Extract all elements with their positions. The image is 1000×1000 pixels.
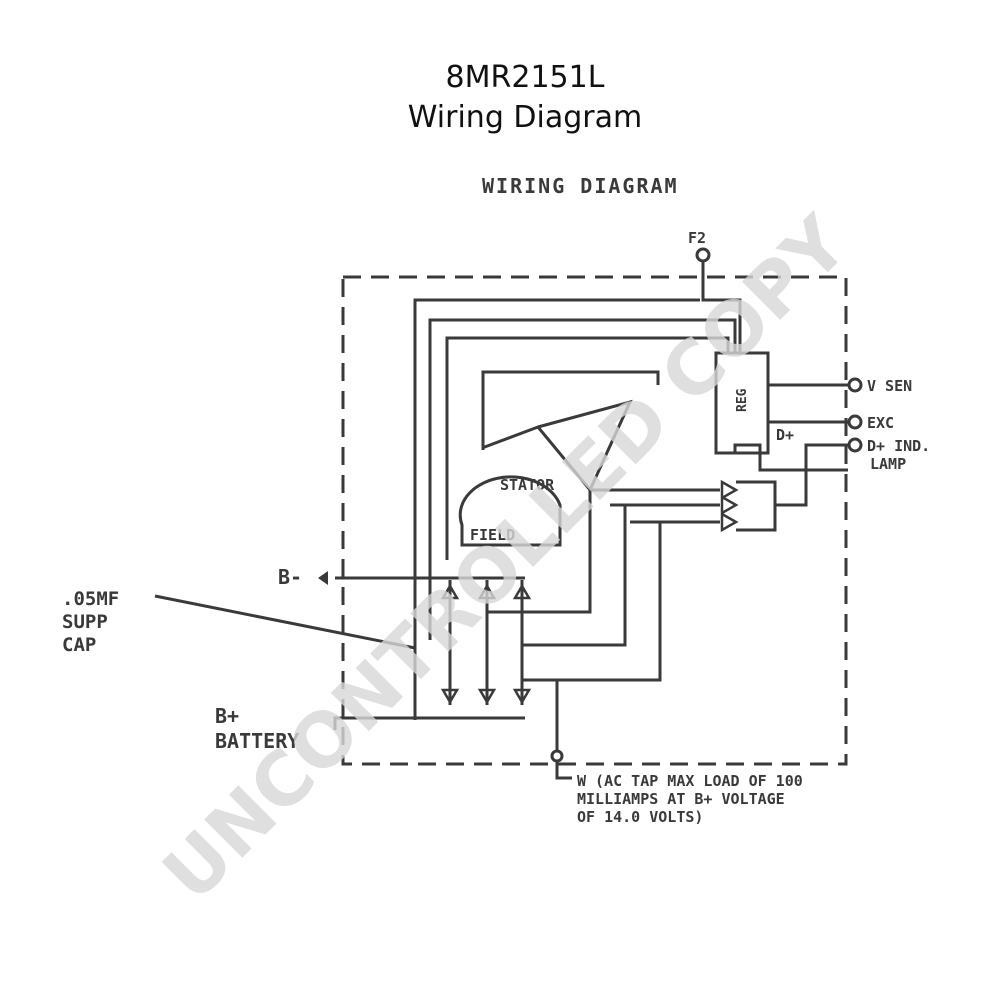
w-lead [555, 762, 572, 780]
diode-trio [720, 479, 739, 533]
v-sen-label: V SEN [867, 377, 912, 395]
w-terminal [550, 749, 564, 763]
d-plus-ind-wire [775, 443, 848, 507]
uncontrolled-copy-watermark: UNCONTROLLED COPY [147, 199, 865, 917]
cap-label-2: SUPP [62, 611, 108, 633]
phase-b [522, 505, 627, 647]
b-minus-terminal [318, 571, 328, 585]
cap-label-3: CAP [62, 634, 96, 656]
exc-label: EXC [867, 414, 894, 432]
d-plus-wire [733, 443, 848, 472]
cap-leader [154, 594, 416, 650]
title-block: 8MR2151L Wiring Diagram [0, 58, 1000, 138]
field-coil [458, 475, 562, 547]
d-plus-ind-label-2: LAMP [870, 455, 906, 473]
b-minus-label: B- [278, 565, 302, 589]
alternator-housing [341, 275, 848, 766]
phase-a [487, 490, 592, 614]
part-number-title: 8MR2151L [445, 60, 605, 95]
phase-c [522, 522, 662, 682]
trio-output [736, 480, 777, 532]
v-sen-terminal [847, 377, 863, 393]
f2-wire [701, 261, 742, 353]
b-plus-label-1: B+ [215, 704, 239, 728]
w-label-1: W (AC TAP MAX LOAD OF 100 [577, 772, 803, 790]
d-plus-ind-terminal [847, 437, 863, 453]
loop-3 [445, 336, 730, 560]
w-label-2: MILLIAMPS AT B+ VOLTAGE [577, 790, 785, 808]
regulator-label: REG [735, 388, 750, 412]
diagram-subtitle: Wiring Diagram [407, 100, 643, 135]
stator-label: STATOR [500, 476, 555, 494]
f2-terminal [695, 247, 711, 263]
loop-2 [428, 318, 737, 640]
f2-label: F2 [688, 229, 706, 247]
exc-terminal [847, 414, 863, 430]
d-plus-ind-label-1: D+ IND. [867, 437, 930, 455]
field-label: FIELD [470, 526, 515, 544]
rectifier-diodes [440, 583, 532, 705]
b-plus-wire [333, 716, 415, 730]
w-label-3: OF 14.0 VOLTS) [577, 808, 703, 826]
loop-outer [413, 298, 700, 720]
diagram-heading: WIRING DIAGRAM [482, 174, 679, 198]
cap-label-1: .05MF [62, 588, 119, 610]
regulator-box [714, 351, 770, 455]
b-plus-label-2: BATTERY [215, 729, 299, 753]
d-plus-label: D+ [776, 426, 794, 444]
loop-inner [481, 370, 660, 450]
